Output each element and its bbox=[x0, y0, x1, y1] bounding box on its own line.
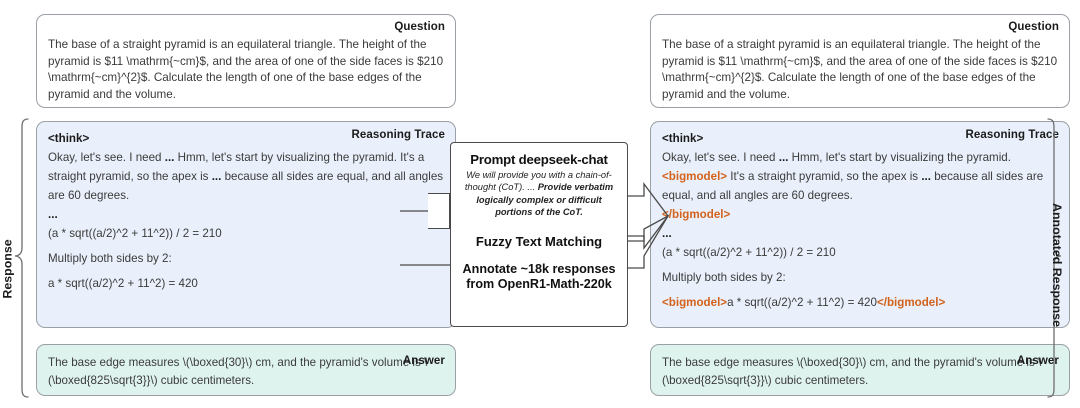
reasoning-trace-body-left: <think> Okay, let's see. I need ... Hmm,… bbox=[37, 122, 455, 293]
answer-card-right: Answer The base edge measures \(\boxed{3… bbox=[650, 344, 1070, 396]
center-process-box: Prompt deepseek-chat We will provide you… bbox=[450, 142, 628, 327]
trace-right-equation-1: (a * sqrt((a/2)^2 + 11^2)) / 2 = 210 bbox=[662, 246, 836, 259]
trace-left-dots-1: ... bbox=[164, 151, 175, 164]
trace-right-ellipsis: ... bbox=[662, 227, 672, 240]
question-card-right: Question The base of a straight pyramid … bbox=[650, 14, 1070, 108]
center-subtitle-bold: Provide verbatim logically complex or di… bbox=[476, 182, 614, 218]
question-text-left: The base of a straight pyramid is an equ… bbox=[48, 38, 444, 101]
trace-right-seg-b: Hmm, let's start by visualizing the pyra… bbox=[788, 151, 1011, 164]
center-title: Prompt deepseek-chat bbox=[470, 152, 608, 167]
think-open-tag-right: <think> bbox=[662, 132, 704, 145]
reasoning-trace-tag-left: Reasoning Trace bbox=[351, 129, 445, 141]
center-step-fuzzy-matching: Fuzzy Text Matching bbox=[475, 233, 603, 249]
answer-tag-right: Answer bbox=[1016, 355, 1059, 367]
trace-left-equation-2: a * sqrt((a/2)^2 + 11^2) = 420 bbox=[48, 277, 198, 290]
bigmodel-close-tag-1: </bigmodel> bbox=[662, 208, 731, 221]
center-box-left-tab bbox=[428, 193, 450, 229]
side-label-annotated-response: Annotated Response bbox=[1049, 203, 1064, 327]
trace-left-seg-b: Hmm, let's start by visualizing the pyra… bbox=[48, 151, 425, 183]
trace-right-seg-a: Okay, let's see. I need bbox=[662, 151, 779, 164]
trace-left-ellipsis: ... bbox=[48, 208, 58, 221]
trace-right-seg-c: It's a straight pyramid, so the apex is bbox=[727, 170, 922, 183]
center-subtitle-plain: We will provide you with a chain-of-thou… bbox=[464, 170, 612, 193]
trace-right-equation-2-line: <bigmodel>a * sqrt((a/2)^2 + 11^2) = 420… bbox=[662, 293, 1058, 312]
side-label-response: Response bbox=[0, 239, 15, 299]
answer-tag-left: Answer bbox=[402, 355, 445, 367]
trace-right-dots-2: ... bbox=[921, 170, 931, 183]
bigmodel-open-tag-2: <bigmodel> bbox=[662, 296, 728, 309]
question-tag-right: Question bbox=[1008, 21, 1059, 33]
question-text-right: The base of a straight pyramid is an equ… bbox=[662, 38, 1058, 101]
reasoning-trace-card-right: Reasoning Trace <think> Okay, let's see.… bbox=[650, 121, 1070, 328]
trace-right-seg-d: because all sides are equal, and all ang… bbox=[662, 170, 1044, 202]
trace-left-seg-a: Okay, let's see. I need bbox=[48, 151, 165, 164]
trace-right-equation-2: a * sqrt((a/2)^2 + 11^2) = 420 bbox=[727, 296, 877, 309]
answer-card-left: Answer The base edge measures \(\boxed{3… bbox=[36, 344, 456, 396]
trace-right-step: Multiply both sides by 2: bbox=[662, 271, 786, 284]
bigmodel-open-tag-1: <bigmodel> bbox=[662, 170, 728, 183]
reasoning-trace-tag-right: Reasoning Trace bbox=[965, 129, 1059, 141]
answer-text-right: The base edge measures \(\boxed{30}\) cm… bbox=[662, 356, 1042, 387]
left-brace bbox=[14, 118, 29, 398]
question-tag-left: Question bbox=[394, 21, 445, 33]
trace-left-equation-1: (a * sqrt((a/2)^2 + 11^2)) / 2 = 210 bbox=[48, 227, 222, 240]
reasoning-trace-body-right: <think> Okay, let's see. I need ... Hmm,… bbox=[651, 122, 1069, 312]
answer-text-left: The base edge measures \(\boxed{30}\) cm… bbox=[48, 356, 428, 387]
reasoning-trace-card-left: Reasoning Trace <think> Okay, let's see.… bbox=[36, 121, 456, 328]
trace-paragraph-right: Okay, let's see. I need ... Hmm, let's s… bbox=[662, 148, 1058, 205]
center-step-annotate: Annotate ~18k responses from OpenR1-Math… bbox=[462, 261, 616, 292]
trace-left-seg-c: because all sides are equal, and all ang… bbox=[48, 170, 444, 202]
trace-left-step: Multiply both sides by 2: bbox=[48, 252, 172, 265]
trace-left-dots-2: ... bbox=[211, 170, 222, 183]
center-subtitle: We will provide you with a chain-of-thou… bbox=[459, 169, 619, 219]
trace-right-dots-1: ... bbox=[778, 151, 789, 164]
trace-paragraph-left: Okay, let's see. I need ... Hmm, let's s… bbox=[48, 148, 444, 205]
bigmodel-close-tag-2: </bigmodel> bbox=[876, 296, 946, 309]
question-card-left: Question The base of a straight pyramid … bbox=[36, 14, 456, 108]
think-open-tag-left: <think> bbox=[48, 132, 90, 145]
